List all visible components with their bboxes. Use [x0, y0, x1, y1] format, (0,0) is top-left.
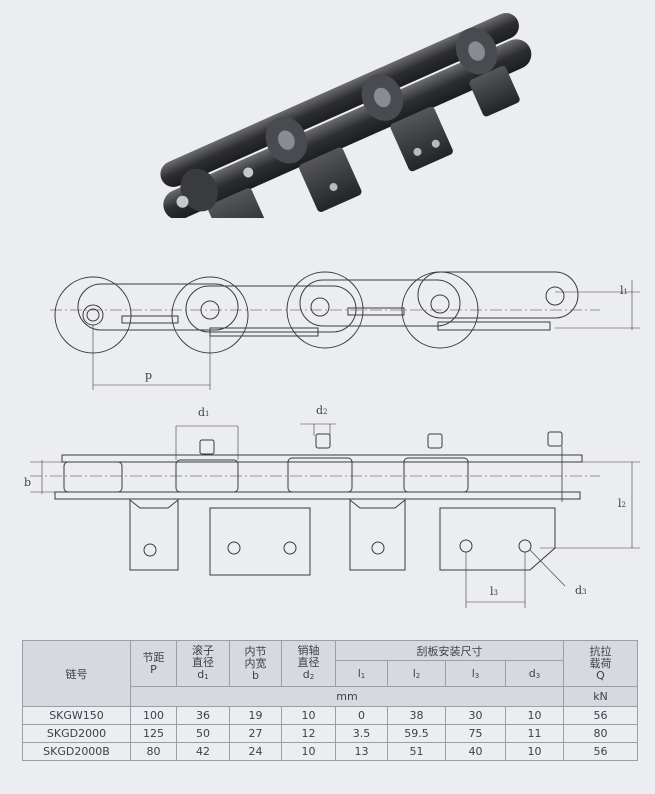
cell: 59.5 — [387, 724, 446, 743]
cell: 11 — [505, 724, 564, 743]
cell: 3.5 — [335, 724, 388, 743]
unit-kn: kN — [563, 686, 638, 707]
cell: 80 — [130, 742, 177, 761]
chain-technical-drawing — [30, 271, 640, 608]
cell-chain-no: SKGW150 — [22, 706, 131, 725]
chain-photo — [160, 12, 532, 218]
unit-mm: mm — [130, 686, 564, 707]
header-l2: l2 — [387, 660, 446, 687]
cell: 10 — [281, 706, 336, 725]
table-row: SKGD2000B 80 42 24 10 13 51 40 10 56 — [22, 742, 638, 761]
header-chain-no: 链号 — [22, 640, 131, 707]
cell: 13 — [335, 742, 388, 761]
cell: 10 — [505, 742, 564, 761]
dim-label-d1: d1 — [198, 406, 210, 419]
cell-chain-no: SKGD2000B — [22, 742, 131, 761]
cell: 56 — [563, 706, 638, 725]
dim-label-l2: l2 — [618, 497, 626, 510]
dim-label-l3: l3 — [490, 585, 498, 598]
top-view — [30, 423, 640, 608]
cell: 40 — [445, 742, 506, 761]
header-scraper-dims: 刮板安装尺寸 — [335, 640, 564, 661]
cell: 10 — [505, 706, 564, 725]
cell: 56 — [563, 742, 638, 761]
cell: 27 — [229, 724, 282, 743]
cell: 36 — [176, 706, 230, 725]
dim-label-b: b — [24, 476, 32, 489]
cell: 75 — [445, 724, 506, 743]
dim-label-l1: l1 — [620, 284, 628, 297]
cell-chain-no: SKGD2000 — [22, 724, 131, 743]
cell: 50 — [176, 724, 230, 743]
header-d3: d3 — [505, 660, 564, 687]
dim-label-d2: d2 — [316, 404, 328, 417]
dim-label-p: p — [145, 369, 153, 382]
cell: 19 — [229, 706, 282, 725]
table-row: SKGD2000 125 50 27 12 3.5 59.5 75 11 80 — [22, 724, 638, 743]
cell: 38 — [387, 706, 446, 725]
header-l3: l3 — [445, 660, 506, 687]
cell: 24 — [229, 742, 282, 761]
cell: 12 — [281, 724, 336, 743]
cell: 100 — [130, 706, 177, 725]
header-l1: l1 — [335, 660, 388, 687]
cell: 42 — [176, 742, 230, 761]
cell: 0 — [335, 706, 388, 725]
cell: 51 — [387, 742, 446, 761]
cell: 80 — [563, 724, 638, 743]
cell: 30 — [445, 706, 506, 725]
dim-label-d3: d3 — [575, 584, 587, 597]
side-view — [50, 271, 640, 390]
cell: 10 — [281, 742, 336, 761]
cell: 125 — [130, 724, 177, 743]
table-row: SKGW150 100 36 19 10 0 38 30 10 56 — [22, 706, 638, 725]
